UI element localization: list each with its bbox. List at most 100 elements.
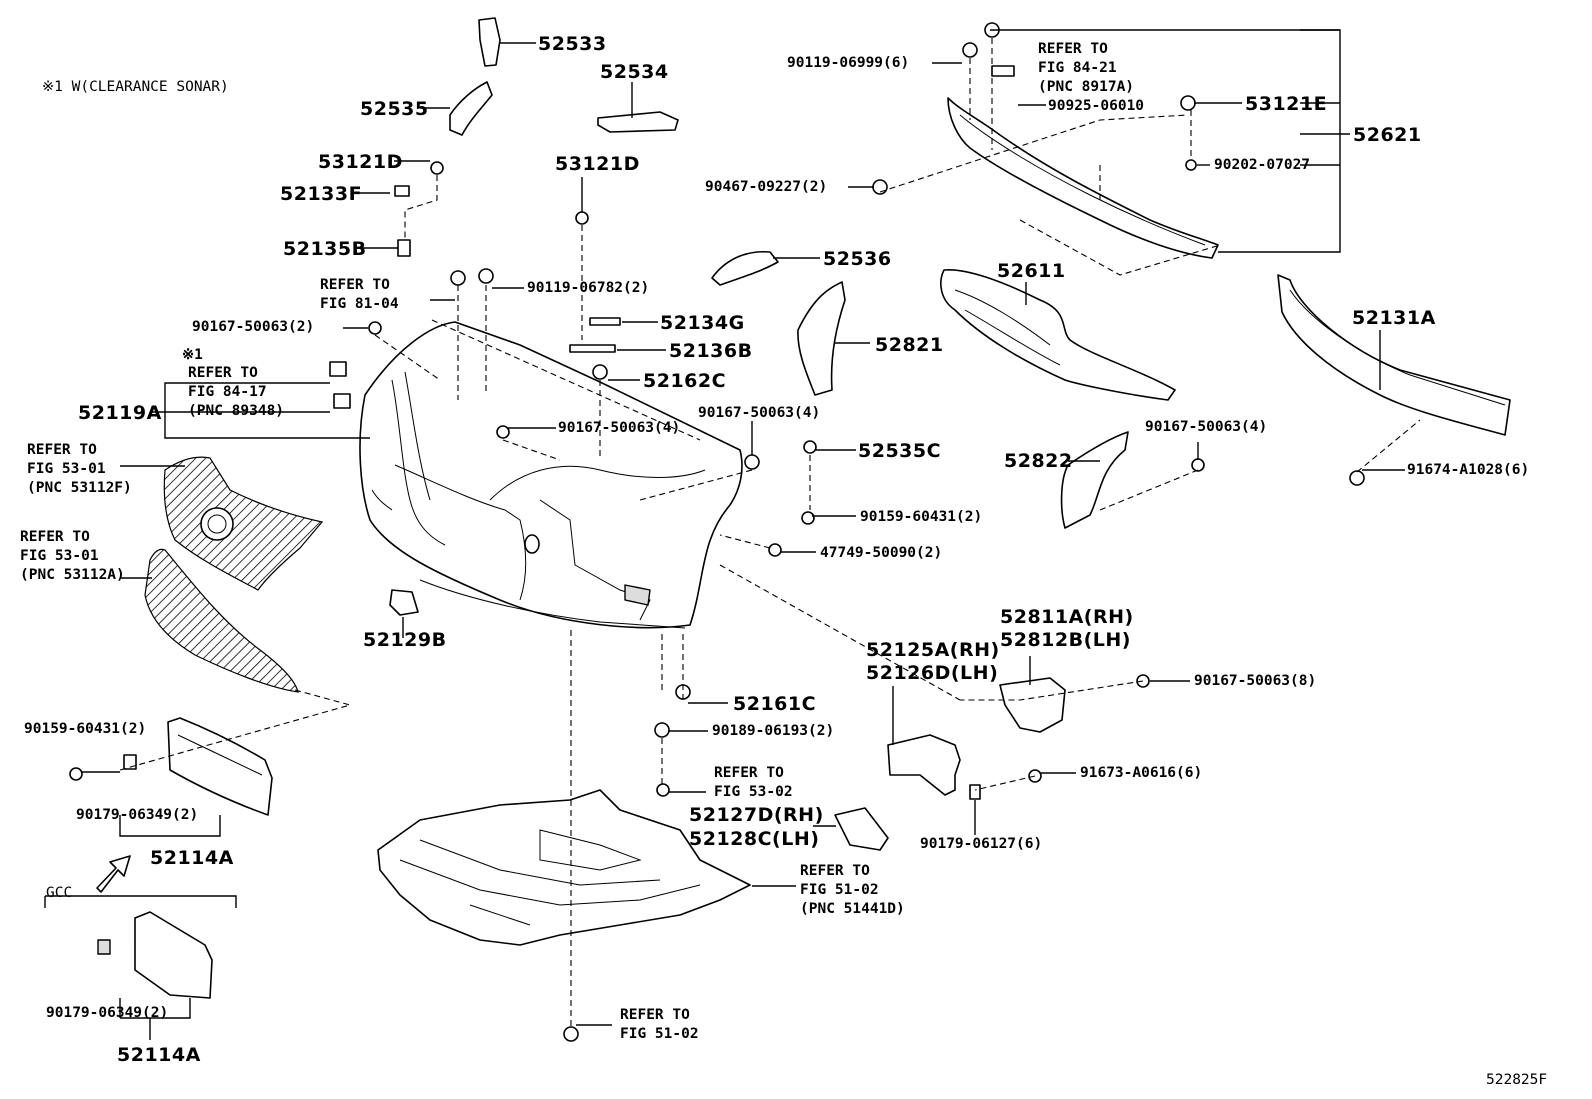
fastener-shapes — [69, 22, 1365, 1042]
refer-line: FIG 53-01 — [20, 548, 99, 564]
part-52535[interactable]: 52535 — [360, 98, 429, 120]
refer-fig-51-02-a[interactable]: REFER TO FIG 51-02 (PNC 51441D) — [800, 862, 905, 919]
side-bracket-52822-shape — [1060, 431, 1129, 529]
part-53121D-a[interactable]: 53121D — [318, 151, 403, 173]
refer-line: REFER TO — [800, 863, 870, 879]
part-52114A-b[interactable]: 52114A — [117, 1044, 201, 1066]
part-52822[interactable]: 52822 — [1004, 450, 1073, 472]
part-52136B[interactable]: 52136B — [669, 340, 753, 362]
part-90119-06782[interactable]: 90119-06782(2) — [527, 280, 650, 296]
refer-line: FIG 53-01 — [27, 461, 106, 477]
refer-line: (PNC 8917A) — [1038, 79, 1135, 95]
part-52119A[interactable]: 52119A — [78, 402, 162, 424]
part-53121D-b[interactable]: 53121D — [555, 153, 640, 175]
part-52162C[interactable]: 52162C — [643, 370, 727, 392]
gcc-arrow-icon — [96, 855, 131, 893]
part-90167-50063-b[interactable]: 90167-50063(4) — [558, 420, 681, 436]
diagram-id: 522825F — [1486, 1072, 1548, 1088]
part-90467-09227[interactable]: 90467-09227(2) — [705, 179, 828, 195]
part-52534[interactable]: 52534 — [600, 61, 669, 83]
part-90167-50063-e[interactable]: 90167-50063(8) — [1194, 673, 1317, 689]
part-90179-06349-b[interactable]: 90179-06349(2) — [46, 1005, 169, 1021]
refer-line: (PNC 89348) — [188, 403, 285, 419]
part-90179-06349-a[interactable]: 90179-06349(2) — [76, 807, 199, 823]
part-52114A-a[interactable]: 52114A — [150, 847, 234, 869]
side-retainer-52811A-shape — [999, 677, 1066, 733]
part-52134G[interactable]: 52134G — [660, 312, 745, 334]
part-52127D-rh[interactable]: 52127D(RH) — [689, 804, 824, 826]
part-52621[interactable]: 52621 — [1353, 124, 1422, 146]
plate-bracket-a-shape — [167, 717, 273, 816]
refer-fig-81-04[interactable]: REFER TO FIG 81-04 — [320, 276, 399, 314]
refer-line: (PNC 53112A) — [20, 567, 125, 583]
part-91674-A1028[interactable]: 91674-A1028(6) — [1407, 462, 1530, 478]
refer-line: REFER TO — [714, 765, 784, 781]
reinforcement-shape — [1277, 274, 1511, 436]
clearance-sonar-note: ※1 W(CLEARANCE SONAR) — [42, 79, 229, 95]
part-90202-07027[interactable]: 90202-07027 — [1214, 157, 1311, 173]
part-52611[interactable]: 52611 — [997, 260, 1066, 282]
part-52812B-lh[interactable]: 52812B(LH) — [1000, 629, 1131, 651]
part-52811A-rh[interactable]: 52811A(RH) — [1000, 606, 1134, 628]
refer-fig-84-17[interactable]: REFER TO FIG 84-17 (PNC 89348) — [188, 364, 284, 421]
refer-fig-53-01-b[interactable]: REFER TO FIG 53-01 (PNC 53112A) — [20, 528, 125, 585]
part-52133F[interactable]: 52133F — [280, 183, 363, 205]
undercover-shape — [377, 789, 751, 946]
bracket-52534-shape — [597, 111, 679, 133]
part-91673-A0616[interactable]: 91673-A0616(6) — [1080, 765, 1203, 781]
refer-fig-84-21[interactable]: REFER TO FIG 84-21 (PNC 8917A) — [1038, 40, 1134, 97]
bracket-52533-shape — [478, 17, 501, 67]
side-retainer-52125A-shape — [887, 734, 961, 796]
refer-fig-51-02-b[interactable]: REFER TO FIG 51-02 — [620, 1006, 699, 1044]
part-52125A-rh[interactable]: 52125A(RH) — [866, 639, 1000, 661]
refer-line: REFER TO — [1038, 41, 1108, 57]
part-52161C[interactable]: 52161C — [733, 693, 817, 715]
upper-grille-shape — [163, 456, 324, 591]
refer-line: (PNC 53112F) — [27, 480, 132, 496]
refer-line: REFER TO — [188, 365, 258, 381]
refer-line: FIG 53-02 — [714, 784, 793, 800]
refer-fig-84-17-mark: ※1 — [182, 347, 203, 363]
fog-cover-52127D-shape — [834, 807, 889, 851]
gcc-label: GCC — [46, 885, 73, 901]
part-52535C[interactable]: 52535C — [858, 440, 942, 462]
part-52126D-lh[interactable]: 52126D(LH) — [866, 662, 999, 684]
refer-line: REFER TO — [20, 529, 90, 545]
part-90189-06193[interactable]: 90189-06193(2) — [712, 723, 835, 739]
part-52135B[interactable]: 52135B — [283, 238, 367, 260]
part-90167-50063-c[interactable]: 90167-50063(4) — [698, 405, 821, 421]
refer-fig-53-02[interactable]: REFER TO FIG 53-02 — [714, 764, 793, 802]
refer-line: FIG 51-02 — [620, 1026, 699, 1042]
retainer-shape — [947, 97, 1219, 259]
part-90119-06999[interactable]: 90119-06999(6) — [787, 55, 910, 71]
part-52536[interactable]: 52536 — [823, 248, 892, 270]
part-47749-50090[interactable]: 47749-50090(2) — [820, 545, 943, 561]
part-90159-60431-a[interactable]: 90159-60431(2) — [860, 509, 983, 525]
part-90167-50063-d[interactable]: 90167-50063(4) — [1145, 419, 1268, 435]
refer-line: FIG 51-02 — [800, 882, 879, 898]
part-90159-60431-b[interactable]: 90159-60431(2) — [24, 721, 147, 737]
part-90179-06127[interactable]: 90179-06127(6) — [920, 836, 1043, 852]
refer-line: (PNC 51441D) — [800, 901, 905, 917]
bumper-cover-shape — [359, 321, 743, 629]
refer-line: REFER TO — [27, 442, 97, 458]
leader-lines — [44, 29, 1405, 1040]
part-90925-06010[interactable]: 90925-06010 — [1048, 98, 1145, 114]
refer-fig-53-01-a[interactable]: REFER TO FIG 53-01 (PNC 53112F) — [27, 441, 132, 498]
part-52131A[interactable]: 52131A — [1352, 307, 1436, 329]
part-53121E[interactable]: 53121E — [1245, 93, 1328, 115]
absorber-shape — [940, 268, 1176, 401]
dashed-alignment-lines — [119, 38, 1421, 1028]
part-52128C-lh[interactable]: 52128C(LH) — [689, 828, 820, 850]
refer-line: REFER TO — [620, 1007, 690, 1023]
part-52129B[interactable]: 52129B — [363, 629, 447, 651]
part-52821[interactable]: 52821 — [875, 334, 944, 356]
part-90167-50063-a[interactable]: 90167-50063(2) — [192, 319, 315, 335]
part-52533[interactable]: 52533 — [538, 33, 607, 55]
refer-line: FIG 81-04 — [320, 296, 399, 312]
refer-line: FIG 84-17 — [188, 384, 267, 400]
plate-bracket-b-shape — [134, 911, 213, 999]
refer-line: REFER TO — [320, 277, 390, 293]
